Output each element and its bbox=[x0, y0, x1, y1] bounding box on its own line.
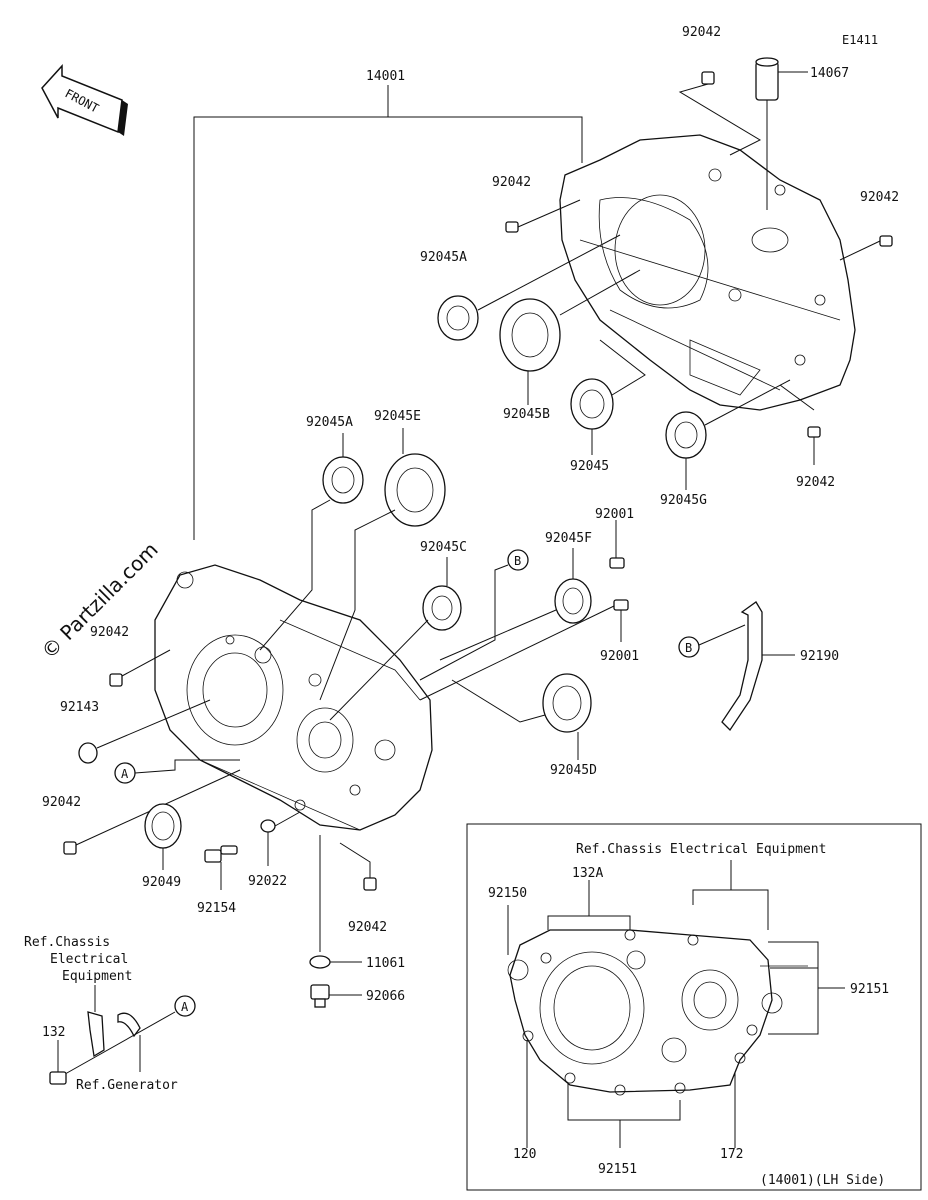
right-crankcase-half bbox=[559, 134, 856, 411]
callout-92049: 92049 bbox=[142, 875, 181, 890]
callout-11061: 11061 bbox=[366, 956, 405, 971]
dowel-pin-92042-top bbox=[678, 71, 762, 156]
bolt-92001-lower bbox=[419, 599, 629, 701]
marker-A-middle: A bbox=[114, 759, 240, 784]
callout-92045B: 92045B bbox=[503, 407, 550, 422]
callout-92190: 92190 bbox=[800, 649, 839, 664]
inset-lh-side-caption: (14001)(LH Side) bbox=[760, 1173, 885, 1188]
screw-132 bbox=[49, 1040, 67, 1085]
svg-text:A: A bbox=[181, 1000, 189, 1014]
marker-A-lower: A bbox=[174, 995, 196, 1017]
bearing-92045G bbox=[665, 379, 791, 490]
oil-seal-92045F bbox=[439, 548, 592, 661]
callout-92042-lower-center: 92042 bbox=[348, 920, 387, 935]
callout-92001-lower: 92001 bbox=[600, 649, 639, 664]
lh-crankcase-inset bbox=[507, 929, 808, 1096]
svg-text:B: B bbox=[514, 554, 521, 568]
callout-92066: 92066 bbox=[366, 989, 405, 1004]
callout-92045D: 92045D bbox=[550, 763, 597, 778]
svg-text:A: A bbox=[121, 767, 129, 781]
callout-92042-right: 92042 bbox=[860, 190, 899, 205]
bearing-92045A-left bbox=[259, 433, 364, 651]
inset-ref-electrical: Ref.Chassis Electrical Equipment bbox=[576, 842, 826, 857]
oil-seal-92049 bbox=[144, 803, 182, 870]
callout-92042-left: 92042 bbox=[90, 625, 129, 640]
drain-plug-92066 bbox=[310, 984, 362, 1008]
callout-92001-upper: 92001 bbox=[595, 507, 634, 522]
callout-172: 172 bbox=[720, 1147, 743, 1162]
svg-text:B: B bbox=[685, 641, 692, 655]
callout-92042-lower-left: 92042 bbox=[42, 795, 81, 810]
leader-14001 bbox=[193, 85, 583, 540]
bearing-92045B bbox=[499, 269, 641, 405]
bearing-92045C bbox=[329, 557, 462, 721]
dowel-pin-92042-lower-right bbox=[779, 384, 821, 465]
dowel-pin-92042-right bbox=[839, 235, 893, 261]
marker-B-upper: B bbox=[419, 549, 529, 681]
collar-92143 bbox=[78, 699, 211, 764]
sleeve-14067 bbox=[755, 57, 808, 210]
bearing-92045A-right bbox=[437, 234, 621, 341]
callout-120: 120 bbox=[513, 1147, 536, 1162]
callout-14067: 14067 bbox=[810, 66, 849, 81]
washer-92022 bbox=[260, 811, 301, 866]
callout-132A: 132A bbox=[572, 866, 603, 881]
ref-chassis-line2: Electrical bbox=[50, 952, 128, 967]
callout-92045: 92045 bbox=[570, 459, 609, 474]
bearing-92045 bbox=[570, 339, 646, 455]
callout-92045F: 92045F bbox=[545, 531, 592, 546]
watermark-text: © Partzilla.com bbox=[37, 537, 163, 663]
marker-B-lower: B bbox=[678, 624, 746, 658]
bolt-92154 bbox=[204, 845, 238, 890]
front-arrow-icon: FRONT bbox=[41, 64, 128, 136]
wire-harness-terminal bbox=[57, 985, 176, 1079]
dowel-pin-92042-left bbox=[109, 649, 171, 687]
ref-chassis-line1: Ref.Chassis bbox=[24, 935, 110, 950]
callout-92022: 92022 bbox=[248, 874, 287, 889]
callout-92045A-left: 92045A bbox=[306, 415, 353, 430]
gasket-11061 bbox=[309, 955, 362, 969]
callout-92045E: 92045E bbox=[374, 409, 421, 424]
callout-92151-right: 92151 bbox=[850, 982, 889, 997]
callout-92045G: 92045G bbox=[660, 493, 707, 508]
callout-92045A-right: 92045A bbox=[420, 250, 467, 265]
ref-generator: Ref.Generator bbox=[76, 1078, 178, 1093]
ref-chassis-line3: Equipment bbox=[62, 969, 132, 984]
callout-14001: 14001 bbox=[366, 69, 405, 84]
bearing-92045E bbox=[319, 428, 446, 701]
callout-92151-bottom: 92151 bbox=[598, 1162, 637, 1177]
callout-92042-lower-right: 92042 bbox=[796, 475, 835, 490]
dowel-pin-92042-upper-left bbox=[505, 199, 581, 233]
callout-92143: 92143 bbox=[60, 700, 99, 715]
callout-92042-top: 92042 bbox=[682, 25, 721, 40]
bearing-92045D bbox=[451, 673, 592, 760]
callout-92154: 92154 bbox=[197, 901, 236, 916]
dowel-pin-92042-lower-center bbox=[339, 842, 377, 891]
callout-132: 132 bbox=[42, 1025, 65, 1040]
bolt-92001-upper bbox=[609, 520, 625, 569]
callout-92045C: 92045C bbox=[420, 540, 467, 555]
lh-side-inset-frame bbox=[466, 823, 922, 1191]
callout-92150: 92150 bbox=[488, 886, 527, 901]
inset-leaders bbox=[507, 860, 845, 1148]
diagram-code: E1411 bbox=[842, 33, 878, 47]
breather-hose-92190 bbox=[721, 601, 795, 732]
callout-92042-upper-left: 92042 bbox=[492, 175, 531, 190]
